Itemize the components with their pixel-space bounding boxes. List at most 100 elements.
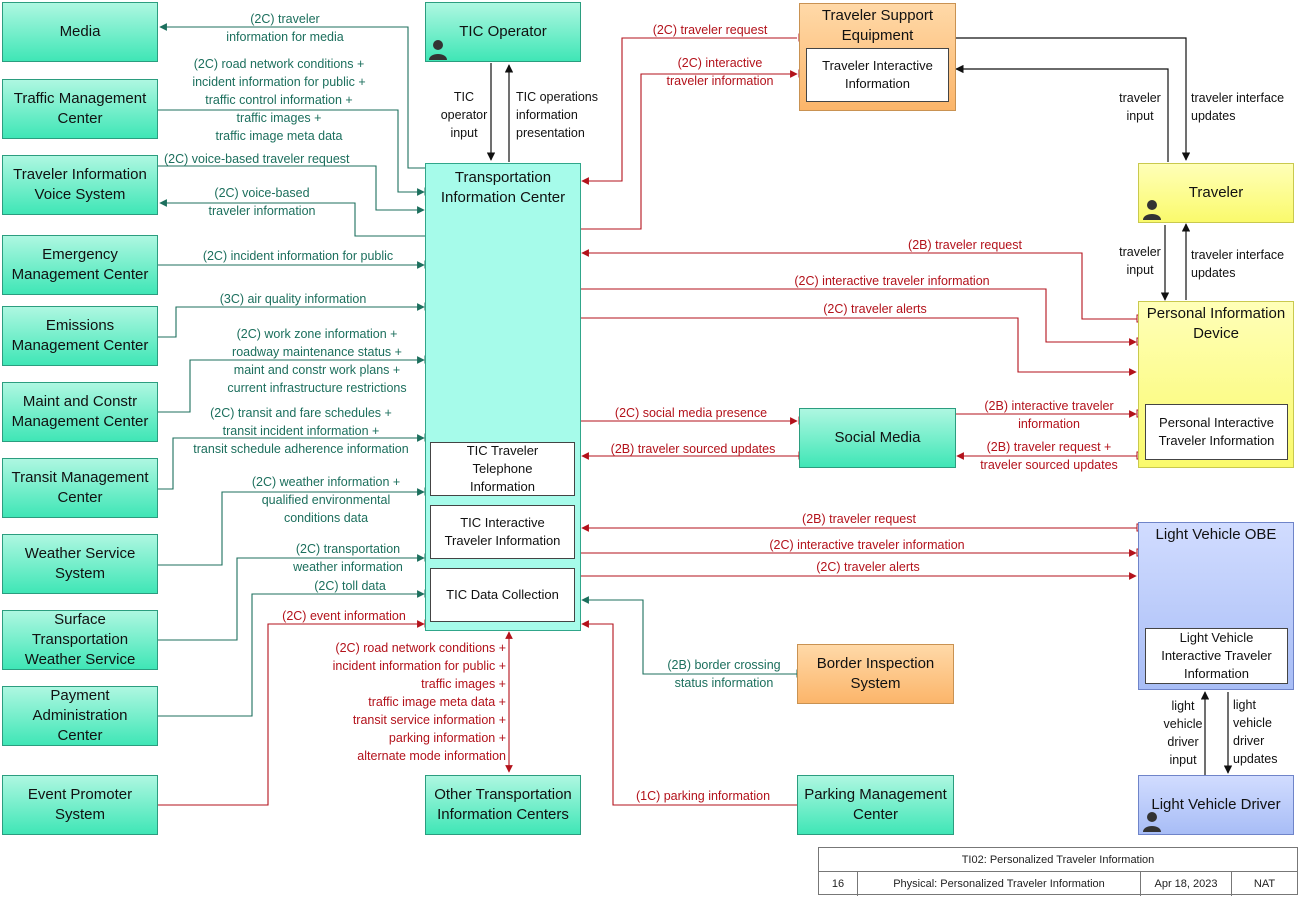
flow-label-social-pid-request: (2B) traveler request + traveler sourced… [980,440,1118,472]
flow-event [158,620,425,806]
flow-emissions [158,303,425,338]
diagram-footer: TI02: Personalized Traveler Information … [818,847,1298,896]
flow-label-transit: (2C) transit and fare schedules + transi… [193,406,409,456]
flow-label-maint: (2C) work zone information + roadway mai… [227,327,407,395]
flow-support-request [581,37,797,185]
footer-date: Apr 18, 2023 [1141,872,1232,896]
flow-label-event: (2C) event information [282,609,406,623]
flow-label-pid-alerts: (2C) traveler alerts [823,302,927,316]
surface-weather-label: Surface Transportation Weather Service [24,611,136,668]
flow-maint [158,356,425,413]
border-inspection-box[interactable]: Border Inspection System [797,644,954,704]
weather-service-box[interactable]: Weather Service System [2,534,158,594]
flow-pid-request [581,249,1138,320]
flow-label-driver-updates: light vehicle driver updates [1233,698,1278,766]
flow-label-toll: (2C) toll data [314,579,386,593]
flow-label-voice-info: (2C) voice-based traveler information [208,186,316,218]
flow-parking [581,620,797,806]
flow-label-traveler-pid-updates: traveler interface updates [1191,248,1285,280]
flow-pid-info [580,288,1137,346]
tic-data-collection-box[interactable]: TIC Data Collection [430,568,575,622]
tic-telephone-box[interactable]: TIC Traveler Telephone Information [430,442,575,496]
traveler-box[interactable]: Traveler [1138,163,1294,223]
emergency-management-box[interactable]: Emergency Management Center [2,235,158,295]
media-label: Media [59,23,101,40]
flow-label-obe-info: (2C) interactive traveler information [769,538,965,552]
flow-label-traffic: (2C) road network conditions + incident … [192,57,366,143]
tic-data-label: TIC Data Collection [446,587,559,602]
emissions-label: Emissions Management Center [11,317,149,354]
tic-telephone-label: TIC Traveler Telephone Information [466,443,539,494]
flow-traffic [158,109,425,196]
voice-system-label: Traveler Information Voice System [13,166,147,203]
transit-management-box[interactable]: Transit Management Center [2,458,158,518]
traveler-label: Traveler [1188,184,1244,201]
surface-weather-box[interactable]: Surface Transportation Weather Service [2,610,158,670]
flow-label-operator-input: TIC operator input [440,90,488,140]
flow-label-border: (2B) border crossing status information [667,658,781,690]
flow-label-social-updates: (2B) traveler sourced updates [610,442,776,456]
flow-toll [158,590,425,717]
tic-interactive-label: TIC Interactive Traveler Information [444,515,561,548]
flow-label-surface-weather: (2C) transportation weather information [293,542,403,574]
flow-transit [158,434,425,490]
payment-admin-box[interactable]: Payment Administration Center [2,686,158,746]
flow-label-obe-alerts: (2C) traveler alerts [816,560,920,574]
social-media-label: Social Media [834,429,921,446]
flow-label-voice-request: (2C) voice-based traveler request [164,152,350,166]
social-media-box[interactable]: Social Media [799,408,956,468]
flow-label-traveler-pid-input: traveler input [1119,245,1161,277]
flow-label-driver-input: light vehicle driver input [1163,699,1203,767]
pid-inner-box[interactable]: Personal Interactive Traveler Informatio… [1145,404,1288,460]
media-box[interactable]: Media [2,2,158,62]
obe-label: Light Vehicle OBE [1155,526,1277,543]
driver-label: Light Vehicle Driver [1151,796,1281,813]
footer-view: Physical: Personalized Traveler Informat… [858,872,1141,896]
tic-box[interactable]: Transportation Information Center [425,163,581,631]
tic-interactive-box[interactable]: TIC Interactive Traveler Information [430,505,575,559]
flow-voice-request [158,165,425,214]
flow-label-traveler-updates: traveler interface updates [1191,91,1285,123]
traffic-management-label: Traffic Management Center [13,90,147,127]
support-inner-box[interactable]: Traveler Interactive Information [806,48,949,102]
footer-title: TI02: Personalized Traveler Information [819,848,1297,872]
support-equipment-label: Traveler Support Equipment [821,7,934,44]
voice-system-box[interactable]: Traveler Information Voice System [2,155,158,215]
payment-label: Payment Administration Center [32,687,128,744]
flow-label-support-info: (2C) interactive traveler information [666,56,774,88]
tic-label: Transportation Information Center [440,169,566,206]
flow-surface-weather [158,554,425,641]
tic-operator-box[interactable]: TIC Operator [425,2,581,62]
flow-support-info [580,70,798,230]
transit-label: Transit Management Center [11,469,149,506]
flow-border [581,596,797,675]
maint-constr-box[interactable]: Maint and Constr Management Center [2,382,158,442]
flow-label-media: (2C) traveler information for media [226,12,344,44]
flow-media [159,23,425,169]
parking-management-box[interactable]: Parking Management Center [797,775,954,835]
person-icon [1143,200,1161,220]
flow-label-social-pid-info: (2B) interactive traveler information [984,399,1114,431]
event-promoter-box[interactable]: Event Promoter System [2,775,158,835]
border-label: Border Inspection System [816,655,935,692]
other-tic-box[interactable]: Other Transportation Information Centers [425,775,581,835]
pid-inner-label: Personal Interactive Traveler Informatio… [1158,415,1275,448]
flow-traveler-updates [955,37,1191,161]
flow-label-weather: (2C) weather information + qualified env… [251,475,401,525]
flow-label-pid-info: (2C) interactive traveler information [794,274,990,288]
footer-scope: NAT [1253,878,1276,890]
flow-label-emissions: (3C) air quality information [219,292,367,306]
traffic-management-center-box[interactable]: Traffic Management Center [2,79,158,139]
event-promoter-label: Event Promoter System [27,786,133,823]
flow-label-traveler-input: traveler input [1119,91,1161,123]
flow-pid-alerts [580,317,1137,376]
person-icon [1143,812,1161,832]
obe-inner-label: Light Vehicle Interactive Traveler Infor… [1161,630,1272,681]
emergency-label: Emergency Management Center [11,246,149,283]
flow-label-emergency: (2C) incident information for public [202,249,394,263]
driver-box[interactable]: Light Vehicle Driver [1138,775,1294,835]
parking-label: Parking Management Center [804,786,947,823]
flow-label-operator-presentation: TIC operations information presentation [516,90,598,140]
emissions-management-box[interactable]: Emissions Management Center [2,306,158,366]
obe-inner-box[interactable]: Light Vehicle Interactive Traveler Infor… [1145,628,1288,684]
